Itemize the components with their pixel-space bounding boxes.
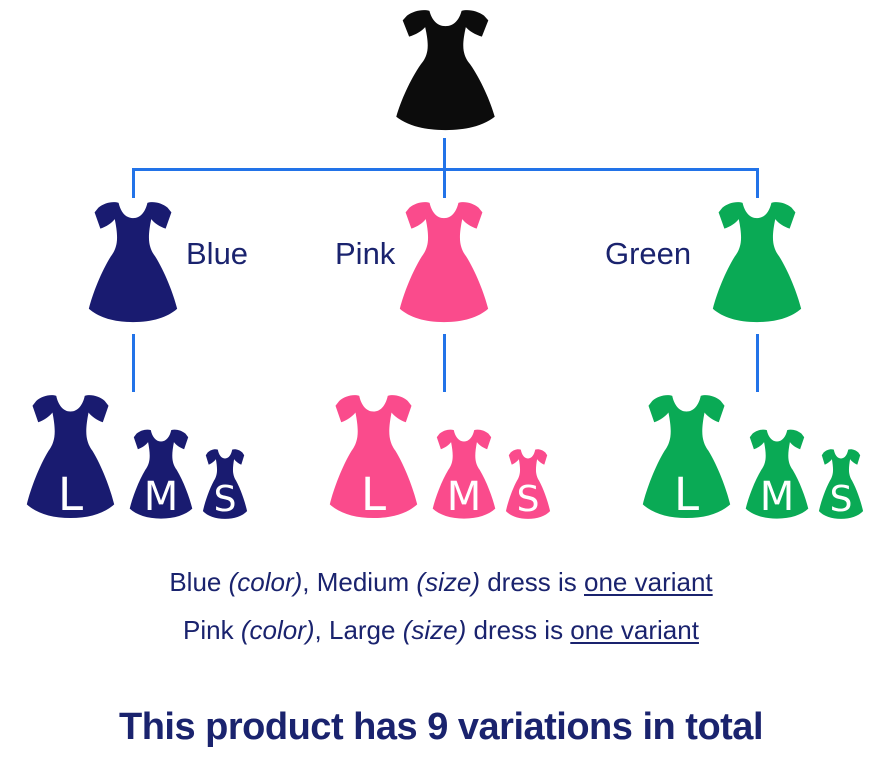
blue-label: Blue — [186, 236, 249, 271]
blue-medium-dress-icon: M — [127, 428, 195, 520]
root-dress-icon — [392, 8, 499, 132]
pink-dress-icon — [396, 200, 492, 324]
note1-italic-size: (size) — [416, 567, 480, 597]
pink-small-dress-icon: S — [504, 448, 552, 520]
connector-pink-sizes — [443, 334, 446, 392]
green-label: Green — [605, 236, 692, 271]
green-medium-dress-icon: M — [743, 428, 811, 520]
blue-size-group: L M S — [23, 392, 249, 520]
connector-drop-pink — [443, 168, 446, 198]
blue-small-dress-icon: S — [201, 448, 249, 520]
size-letter-large: L — [57, 467, 84, 521]
note2-underlined: one variant — [570, 615, 699, 645]
green-size-group: L M S — [639, 392, 865, 520]
note2-text: dress is — [466, 615, 571, 645]
green-large-dress-icon: L — [639, 393, 734, 520]
green-small-dress-icon: S — [817, 448, 865, 520]
note2-italic-color: (color) — [240, 615, 315, 645]
total-variations-headline: This product has 9 variations in total — [119, 706, 764, 748]
size-letter-small: S — [213, 478, 237, 520]
connector-green-sizes — [756, 334, 759, 392]
connector-drop-blue — [132, 168, 135, 198]
connector-blue-sizes — [132, 334, 135, 392]
connector-drop-green — [756, 168, 759, 198]
size-letter-large: L — [673, 467, 700, 521]
pink-large-dress-icon: L — [326, 393, 421, 520]
note-line-2: Pink (color), Large (size) dress is one … — [0, 614, 882, 647]
note1-underlined: one variant — [584, 567, 713, 597]
note2-text: Pink — [183, 615, 241, 645]
pink-label: Pink — [335, 236, 396, 271]
connector-root-vertical — [443, 138, 446, 170]
note1-text: Blue — [169, 567, 229, 597]
blue-dress-icon — [85, 200, 181, 324]
green-dress-icon — [709, 200, 805, 324]
note2-italic-size: (size) — [402, 615, 467, 645]
size-letter-medium: M — [446, 474, 482, 521]
size-letter-small: S — [516, 478, 540, 520]
pink-size-group: L M S — [326, 392, 552, 520]
note1-text: , Medium — [302, 567, 417, 597]
note1-text: dress is — [479, 567, 585, 597]
size-letter-medium: M — [143, 474, 179, 521]
pink-medium-dress-icon: M — [430, 428, 498, 520]
note-line-1: Blue (color), Medium (size) dress is one… — [0, 566, 882, 599]
size-letter-medium: M — [759, 474, 795, 521]
size-letter-small: S — [829, 478, 853, 520]
blue-large-dress-icon: L — [23, 393, 118, 520]
note2-text: , Large — [314, 615, 403, 645]
size-letter-large: L — [360, 467, 387, 521]
note1-italic-color: (color) — [228, 567, 303, 597]
